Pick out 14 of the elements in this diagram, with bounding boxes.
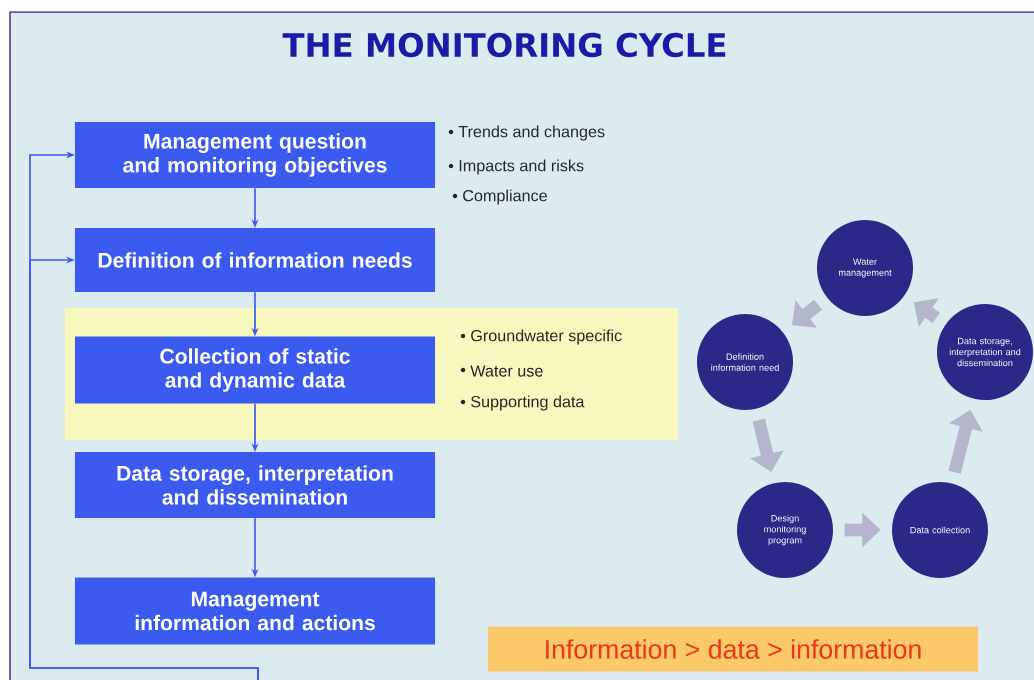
bullet-item: Groundwater specific: [460, 329, 622, 345]
process-box: Management information and actions: [74, 577, 436, 645]
process-box: Data storage, interpretation and dissemination: [74, 452, 436, 518]
title: THE MONITORING CYCLE: [282, 32, 726, 58]
bullet-item: Trends and changes: [448, 125, 605, 141]
bullet-item: Supporting data: [460, 395, 585, 411]
process-box: Definition of information needs: [74, 228, 436, 292]
highlight-box: Information > data > information: [487, 626, 979, 672]
process-box: Management question and monitoring objectives: [74, 122, 436, 188]
process-box: Collection of static and dynamic data: [74, 336, 436, 404]
bullet-item: Impacts and risks: [448, 159, 584, 175]
bullet-item: Water use: [460, 365, 543, 377]
feedback-arrow: [29, 256, 259, 680]
bullet-item: Compliance: [452, 189, 547, 205]
